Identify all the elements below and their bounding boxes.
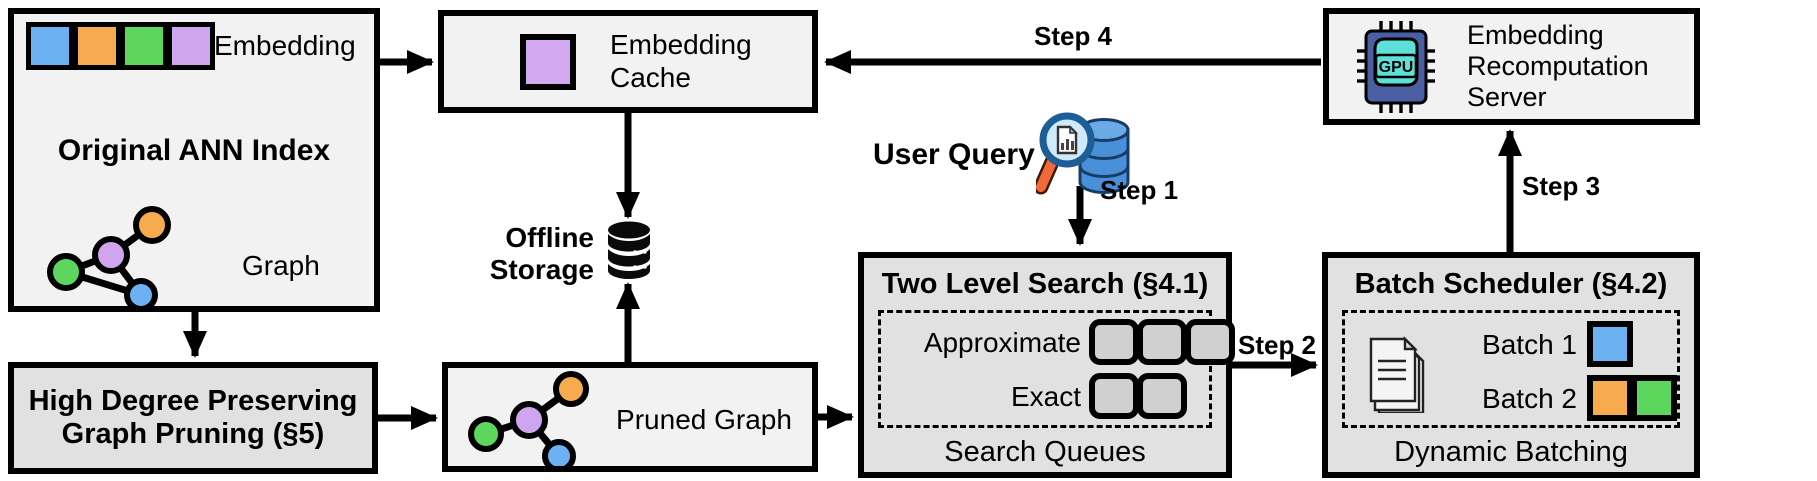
queue-slot (1137, 319, 1187, 365)
embedding-chip-purple-icon (167, 22, 215, 70)
user-query-label: User Query (873, 138, 1035, 171)
recomputation-server-box: GPU Embedding Recomputation Server (1323, 8, 1700, 125)
batch1-items (1587, 321, 1633, 367)
step3-label: Step 3 (1522, 171, 1601, 201)
search-queues-caption: Search Queues (944, 436, 1146, 468)
original-ann-index-title: Original ANN Index (57, 134, 331, 167)
original-ann-index-box: Embedding Original ANN Index Graph (8, 8, 380, 312)
embedding-chip-orange-icon (73, 22, 121, 70)
graph-pruning-title-line2: Graph Pruning (§5) (61, 418, 325, 450)
queue-slot (1137, 373, 1187, 419)
batch-item-green-icon (1631, 375, 1677, 421)
original-graph-icon (47, 206, 171, 310)
embedding-cache-label: Embedding Cache (610, 29, 752, 93)
embedding-cache-box: Embedding Cache (438, 10, 818, 113)
queue-slot (1185, 319, 1235, 365)
gpu-chip-label: GPU (1379, 59, 1414, 76)
two-level-search-box: Two Level Search (§4.1) Approximate Exac… (858, 252, 1235, 478)
approximate-queue-slots (1089, 319, 1235, 365)
embedding-vector-icon (26, 22, 215, 70)
batch2-label: Batch 2 (1482, 383, 1577, 414)
offline-storage-database-icon (608, 221, 650, 279)
exact-queue-slots (1089, 373, 1187, 419)
queue-slot (1089, 319, 1139, 365)
embedding-label: Embedding (214, 30, 356, 61)
step1-label: Step 1 (1100, 175, 1179, 205)
cached-embedding-chip-icon (520, 33, 576, 90)
step2-label: Step 2 (1237, 330, 1317, 360)
graph-pruning-title-line1: High Degree Preserving (28, 384, 358, 417)
pruned-graph-icon (468, 371, 589, 466)
exact-label: Exact (1010, 381, 1081, 412)
user-query-icon (1036, 112, 1130, 195)
graph-pruning-box: High Degree Preserving Graph Pruning (§5… (8, 362, 378, 474)
gpu-chip-icon: GPU (1357, 20, 1435, 113)
request-documents-icon (1369, 336, 1425, 413)
recomputation-server-label: Embedding Recomputation Server (1467, 19, 1649, 113)
batch2-items (1587, 375, 1677, 421)
step4-label: Step 4 (1033, 21, 1113, 51)
pruned-graph-label: Pruned Graph (616, 404, 792, 435)
dynamic-batching-caption: Dynamic Batching (1394, 436, 1628, 468)
dynamic-batching-dashed-panel: Batch 1 Batch 2 (1342, 310, 1680, 428)
embedding-chip-green-icon (120, 22, 168, 70)
batch-scheduler-title: Batch Scheduler (§4.2) (1354, 268, 1668, 300)
embedding-chip-blue-icon (26, 22, 74, 70)
offline-storage-label: Offline Storage (489, 222, 594, 286)
two-level-search-title: Two Level Search (§4.1) (881, 268, 1209, 300)
queue-slot (1089, 373, 1139, 419)
approximate-label: Approximate (923, 327, 1081, 358)
batch-item-orange-icon (1587, 375, 1633, 421)
graph-label: Graph (242, 250, 320, 281)
batch-item-blue-icon (1587, 321, 1633, 367)
search-queues-dashed-panel: Approximate Exact (878, 310, 1235, 428)
batch1-label: Batch 1 (1482, 329, 1577, 360)
batch-scheduler-box: Batch Scheduler (§4.2) Batch 1 Ba (1322, 252, 1700, 478)
pruned-graph-box: Pruned Graph (442, 362, 818, 472)
